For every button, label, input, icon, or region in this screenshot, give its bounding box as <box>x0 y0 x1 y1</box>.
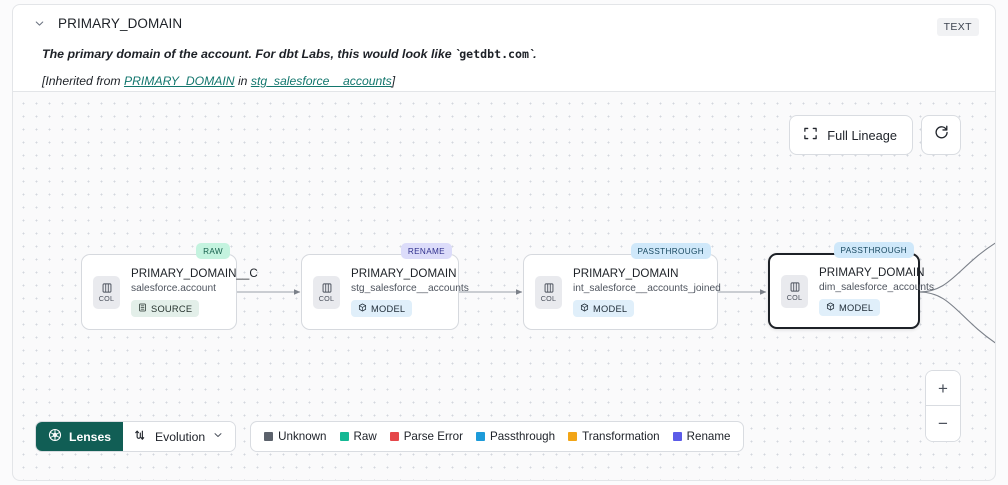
inherited-prefix: [Inherited from <box>42 74 124 88</box>
legend-item: Transformation <box>568 430 660 443</box>
chevron-down-icon[interactable] <box>31 15 47 31</box>
aperture-icon <box>48 428 62 445</box>
legend-swatch <box>339 432 349 441</box>
column-icon-label: COL <box>786 292 803 302</box>
evolution-dropdown[interactable]: Evolution <box>123 422 236 451</box>
node-type-badge-label: SOURCE <box>151 303 193 314</box>
refresh-icon <box>933 124 950 146</box>
lineage-canvas[interactable]: Full Lineage RAW <box>12 92 996 481</box>
column-icon: COL <box>535 275 562 309</box>
legend-label: Rename <box>686 430 731 443</box>
node-lens-tag: PASSTHROUGH <box>833 242 914 258</box>
inherited-column-link[interactable]: PRIMARY_DOMAIN <box>123 74 235 88</box>
node-lens-tag: RAW <box>196 243 230 259</box>
refresh-button[interactable] <box>921 115 961 155</box>
evolution-flow-icon <box>133 428 148 446</box>
node-lens-tag: PASSTHROUGH <box>630 243 711 259</box>
zoom-out-button[interactable]: − <box>926 406 960 441</box>
legend-swatch <box>264 432 274 441</box>
lenses-button[interactable]: Lenses <box>36 422 124 451</box>
header-title-row: PRIMARY_DOMAIN <box>31 15 182 31</box>
inherited-suffix: ] <box>391 74 396 88</box>
node-title: PRIMARY_DOMAIN__C <box>131 267 258 280</box>
legend-swatch <box>475 432 485 441</box>
column-icon: COL <box>781 274 808 308</box>
legend-swatch <box>568 432 578 441</box>
inherited-from-note: [Inherited from PRIMARY_DOMAIN in stg_sa… <box>42 74 395 88</box>
cube-icon <box>358 303 367 314</box>
full-lineage-label: Full Lineage <box>827 127 897 143</box>
column-detail-header: PRIMARY_DOMAIN TEXT The primary domain o… <box>12 4 996 92</box>
legend-swatch <box>389 432 399 441</box>
zoom-controls: + − <box>925 370 961 442</box>
chevron-down-icon <box>212 429 224 444</box>
legend-item: Passthrough <box>475 430 556 443</box>
lineage-node[interactable]: RENAME COL PRIMARY_DOMAIN stg_salesforce… <box>301 243 469 330</box>
lineage-edges <box>237 242 995 344</box>
node-subtitle: stg_salesforce__accounts <box>351 283 469 294</box>
legend-item: Rename <box>672 430 731 443</box>
lineage-node[interactable]: PASSTHROUGH COL PRIMARY_DOMAIN int_sales… <box>523 243 721 330</box>
node-subtitle: salesforce.account <box>131 283 216 294</box>
node-title: PRIMARY_DOMAIN <box>351 267 457 280</box>
legend-swatch <box>672 432 682 441</box>
page-title: PRIMARY_DOMAIN <box>58 15 183 31</box>
type-badge: TEXT <box>936 18 979 36</box>
column-description: The primary domain of the account. For d… <box>42 47 537 61</box>
legend-item: Unknown <box>264 430 327 443</box>
legend-item: Raw <box>339 430 377 443</box>
node-type-badge-label: MODEL <box>839 302 874 313</box>
database-icon <box>138 303 147 314</box>
column-icon: COL <box>93 275 120 309</box>
column-icon-label: COL <box>318 293 335 303</box>
node-subtitle: dim_salesforce_accounts <box>819 282 934 293</box>
lineage-node-selected[interactable]: PASSTHROUGH COL PRIMARY_DOMAIN dim_sales… <box>768 242 934 329</box>
legend-item: Parse Error <box>389 430 463 443</box>
description-suffix: `. <box>529 47 537 61</box>
expand-icon <box>803 126 818 144</box>
lens-legend: Unknown Raw Parse Error Passthrough Tran… <box>250 421 745 452</box>
canvas-top-controls: Full Lineage <box>789 115 961 155</box>
legend-label: Passthrough <box>489 430 556 443</box>
node-type-badge: SOURCE <box>131 300 200 317</box>
node-subtitle: int_salesforce__accounts_joined <box>573 283 721 294</box>
column-icon-label: COL <box>98 293 115 303</box>
legend-label: Transformation <box>582 430 660 443</box>
legend-label: Parse Error <box>403 430 463 443</box>
description-code: getdbt.com <box>459 47 529 61</box>
full-lineage-button[interactable]: Full Lineage <box>789 115 913 155</box>
column-icon-label: COL <box>540 293 557 303</box>
canvas-bottom-toolbar: Lenses Evolution <box>35 421 745 452</box>
description-prefix: The primary domain of the account. For d… <box>42 47 460 61</box>
node-title: PRIMARY_DOMAIN <box>573 267 679 280</box>
zoom-in-button[interactable]: + <box>926 371 960 406</box>
evolution-label: Evolution <box>155 429 206 444</box>
node-title: PRIMARY_DOMAIN <box>819 266 925 279</box>
cube-icon <box>826 302 835 313</box>
node-type-badge-label: MODEL <box>593 303 628 314</box>
node-type-badge: MODEL <box>351 300 413 317</box>
lenses-label: Lenses <box>69 429 112 444</box>
node-type-badge: MODEL <box>573 300 635 317</box>
node-type-badge-label: MODEL <box>371 303 406 314</box>
column-icon: COL <box>313 275 340 309</box>
lineage-node[interactable]: RAW COL PRIMARY_DOMAIN__C salesforce.acc… <box>81 243 258 330</box>
inherited-model-link[interactable]: stg_salesforce__accounts <box>250 74 392 88</box>
legend-label: Raw <box>353 430 377 443</box>
lenses-segmented-control: Lenses Evolution <box>35 421 237 452</box>
legend-label: Unknown <box>278 430 327 443</box>
node-lens-tag: RENAME <box>400 243 452 259</box>
cube-icon <box>580 303 589 314</box>
inherited-middle: in <box>234 74 251 88</box>
node-type-badge: MODEL <box>819 299 881 316</box>
